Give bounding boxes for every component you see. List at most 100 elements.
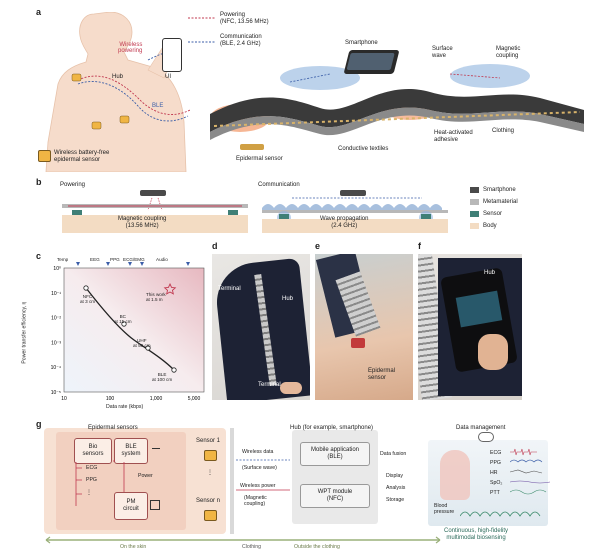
g-clothing: Clothing: [240, 544, 264, 551]
g-hub-title: Hub (for example, smartphone): [290, 425, 374, 431]
b-legend-swatch: [470, 211, 479, 217]
d-terminal-top: Terminal: [218, 286, 241, 292]
c-label-bc: BC at 15 cm: [114, 314, 132, 325]
g-data-management: Data management: [456, 425, 506, 431]
b-legend-item: Body: [470, 220, 570, 232]
c-label-nfc: NFC at 3 cm: [80, 294, 96, 305]
y-tick-label: 10⁻¹: [51, 291, 61, 297]
sensor1-icon: [204, 450, 217, 461]
top-marker: [186, 262, 190, 266]
panel-label-b: b: [36, 177, 42, 187]
g-summary: Continuous, high-fidelity multimodal bio…: [444, 528, 509, 541]
g-signal-label: PTT: [490, 490, 500, 496]
g-ppg: PPG: [86, 477, 97, 483]
b-power-diagram: [62, 190, 248, 233]
g-signal-label: HR: [490, 470, 498, 476]
g-on-skin: On the skin: [118, 544, 149, 551]
trend-curve: [85, 287, 175, 371]
hub-label: Hub: [112, 74, 124, 80]
coil-icon: [150, 500, 160, 510]
b-legend-label: Sensor: [483, 211, 503, 217]
smartphone-label: Smartphone: [345, 40, 378, 46]
g-outside: Outside the clothing: [292, 544, 342, 551]
g-bottom-track: [45, 536, 441, 544]
clothing-band: [230, 428, 234, 534]
x-tick-label: 1,000: [150, 396, 163, 402]
b-legend-item: Metamaterial: [470, 196, 570, 208]
mobile-app-label: Mobile application (BLE): [310, 447, 360, 460]
g-surface-wave: (Surface wave): [242, 465, 277, 471]
ble-label: BLE: [152, 103, 164, 109]
panel-label-a: a: [36, 7, 42, 17]
runner-figure: [440, 450, 470, 500]
point-nfc: [83, 285, 89, 291]
panel-label-d: d: [212, 241, 218, 251]
sensor-chip-1: [71, 73, 82, 82]
surface-wave-label: Surface wave: [432, 46, 453, 59]
g-sensor1: Sensor 1: [196, 438, 221, 444]
y-tick-label: 10⁻²: [51, 316, 61, 322]
b-wave-diagram: [262, 190, 448, 233]
mobile-app-box: Mobile application (BLE): [300, 442, 370, 466]
conductive-textiles-label: Conductive textiles: [338, 146, 389, 152]
photo-phone-hub: [418, 254, 522, 400]
g-blood-pressure: Blood pressure: [434, 503, 455, 515]
b-legend-swatch: [470, 223, 479, 229]
b-legend-label: Smartphone: [483, 187, 516, 193]
y-tick-label: 10⁰: [53, 266, 61, 272]
x-tick-label: 10: [61, 396, 67, 402]
g-power: Power: [138, 473, 153, 479]
point-bc: [121, 321, 127, 327]
top-marker: [140, 262, 144, 266]
top-marker: [76, 262, 80, 266]
bio-sensors-label: Bio sensors: [82, 444, 104, 457]
c-top-eeg: EEG: [90, 257, 100, 262]
g-sensorn: Sensor n: [196, 498, 221, 504]
g-link-lines: [236, 459, 290, 491]
y-tick-label: 10⁻⁵: [51, 390, 61, 396]
c-star-label: This work at 1.5 m: [146, 292, 166, 303]
g-display: Display: [386, 473, 404, 479]
legend-communication: Communication (BLE, 2.4 GHz): [220, 34, 262, 47]
pm-circuit-label: PM circuit: [123, 499, 139, 512]
g-dots2: ⋮: [207, 470, 213, 476]
textile-illustration: [210, 50, 584, 150]
wireless-powering-label: Wireless powering: [118, 42, 143, 54]
sensor-chip-icon: [38, 150, 51, 162]
b-wave-label: Wave propagation (2.4 GHz): [320, 216, 369, 229]
y-tick-label: 10⁻⁴: [51, 365, 61, 371]
sensorn-icon: [204, 510, 217, 521]
c-top-temp: Temp: [57, 257, 69, 262]
cloud-icon: [478, 432, 494, 442]
e-sensor-label: Epidermal sensor: [368, 368, 396, 381]
c-label-uhf: UHF at 50 cm: [133, 338, 151, 349]
heat-adhesive-label: Heat-activated adhesive: [434, 130, 473, 143]
panel-label-e: e: [315, 241, 321, 251]
x-tick-label: 100: [106, 396, 115, 402]
g-sensors-title: Epidermal sensors: [88, 425, 138, 431]
b-communication-label: Communication: [258, 182, 300, 188]
c-ylabel: Power transfer efficiency, η: [21, 301, 28, 364]
g-magnetic-coupling: (Magnetic coupling): [244, 495, 267, 507]
ble-system-label: BLE system: [121, 444, 141, 457]
star-marker: [163, 282, 177, 295]
g-ecg: ECG: [86, 465, 98, 471]
b-powering-label: Powering: [60, 182, 86, 188]
g-signal-traces: [510, 448, 550, 495]
top-marker: [106, 262, 110, 266]
pm-circuit-box: PM circuit: [114, 492, 148, 520]
g-dots: ⋮: [86, 490, 92, 496]
b-legend-label: Body: [483, 223, 497, 229]
g-wireless-power: Wireless power: [240, 483, 276, 489]
d-hub: Hub: [282, 296, 294, 302]
sensor-chip-2: [119, 115, 130, 124]
ble-system-box: BLE system: [114, 438, 148, 464]
b-legend-swatch: [470, 199, 479, 205]
f-hub-label: Hub: [484, 270, 496, 276]
antenna-icon: [152, 438, 160, 449]
legend-powering: Powering (NFC, 13.56 MHz): [220, 12, 269, 25]
photo-arm-shirt: [212, 254, 310, 400]
epidermal-sensor-label: Epidermal sensor: [236, 156, 283, 162]
wpt-module-box: WPT module (NFC): [300, 484, 370, 508]
